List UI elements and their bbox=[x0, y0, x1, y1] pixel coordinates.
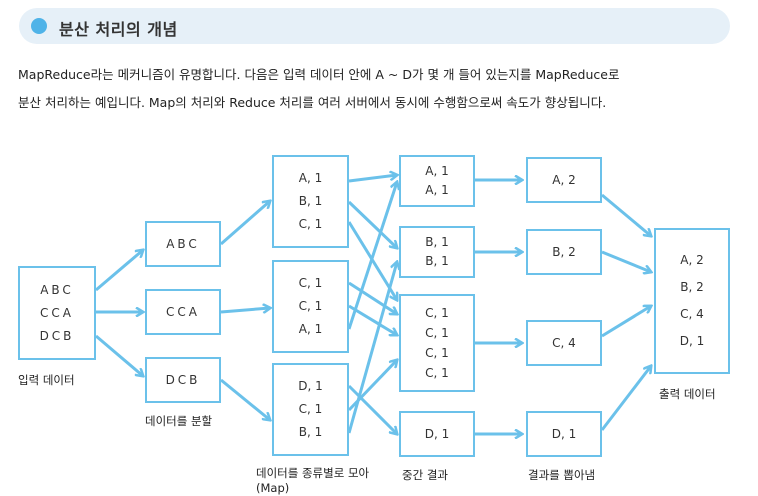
arrow-map-inter-b1 bbox=[347, 200, 397, 248]
map-pair: C, 1 bbox=[298, 276, 323, 290]
output-caption: 출력 데이터 bbox=[659, 387, 716, 401]
input-line: ABC bbox=[40, 282, 74, 297]
output-pair: B, 2 bbox=[680, 280, 704, 294]
map-caption: 데이터를 종류별로 모아(Map) bbox=[256, 466, 370, 495]
arrow-input-split-3 bbox=[95, 334, 143, 376]
input-caption: 입력 데이터 bbox=[18, 373, 75, 387]
output-pair: C, 4 bbox=[680, 307, 704, 321]
reduce-box: C, 4 bbox=[526, 320, 602, 366]
intermediate-box: C, 1 C, 1 C, 1 C, 1 bbox=[399, 294, 475, 392]
map-box: C, 1 C, 1 A, 1 bbox=[272, 260, 349, 353]
map-pair: A, 1 bbox=[298, 171, 323, 185]
map-pair: C, 1 bbox=[298, 299, 323, 313]
intermediate-pair: D, 1 bbox=[424, 426, 450, 441]
section-title: 분산 처리의 개념 bbox=[59, 20, 178, 39]
arrow-map-inter-c2 bbox=[348, 281, 397, 314]
description-line-2: 분산 처리하는 예입니다. Map의 처리와 Reduce 처리를 여러 서버에… bbox=[18, 95, 607, 110]
arrow-reduce-output-b bbox=[601, 250, 651, 272]
map-pair: A, 1 bbox=[298, 322, 323, 336]
arrow-split-map-1 bbox=[220, 201, 270, 246]
input-line: CCA bbox=[40, 305, 74, 320]
map-pair: B, 1 bbox=[298, 425, 323, 439]
intermediate-pair: C, 1 bbox=[425, 366, 449, 380]
reduce-pair: D, 1 bbox=[551, 426, 577, 441]
input-data-box: ABC CCA DCB bbox=[18, 266, 96, 360]
arrow-map-inter-c3 bbox=[348, 304, 397, 335]
arrow-map-inter-a2 bbox=[347, 182, 397, 330]
split-line: CCA bbox=[166, 304, 200, 319]
arrow-map-inter-b2 bbox=[347, 262, 397, 434]
bullet-dot-icon bbox=[31, 18, 47, 34]
intermediate-pair: C, 1 bbox=[425, 326, 449, 340]
input-line: DCB bbox=[39, 328, 75, 343]
intermediate-caption: 중간 결과 bbox=[402, 468, 448, 482]
section-title-bar: 분산 처리의 개념 bbox=[19, 8, 730, 44]
split-line: DCB bbox=[165, 372, 201, 387]
arrow-split-map-3 bbox=[220, 378, 270, 420]
intermediate-pair: A, 1 bbox=[425, 183, 449, 197]
map-box: D, 1 C, 1 B, 1 bbox=[272, 363, 349, 456]
split-line: ABC bbox=[166, 236, 200, 251]
reduce-pair: B, 2 bbox=[552, 244, 576, 259]
reduce-pair: A, 2 bbox=[552, 172, 576, 187]
reduce-caption: 결과를 뽑아냄 bbox=[528, 468, 596, 482]
reduce-box: B, 2 bbox=[526, 229, 602, 275]
split-box: CCA bbox=[145, 289, 221, 335]
arrow-split-map-2 bbox=[220, 308, 270, 312]
output-pair: D, 1 bbox=[679, 334, 705, 348]
intermediate-pair: C, 1 bbox=[425, 306, 449, 320]
intermediate-pair: C, 1 bbox=[425, 346, 449, 360]
intermediate-pair: A, 1 bbox=[425, 164, 449, 178]
arrow-map-inter-d bbox=[347, 384, 397, 434]
arrow-reduce-output-d bbox=[600, 366, 651, 431]
split-box: ABC bbox=[145, 221, 221, 267]
intermediate-box: B, 1 B, 1 bbox=[399, 226, 475, 278]
arrow-input-split-1 bbox=[95, 250, 143, 292]
reduce-box: D, 1 bbox=[526, 411, 602, 457]
intermediate-pair: B, 1 bbox=[425, 235, 449, 249]
arrow-map-inter-a1 bbox=[348, 175, 397, 183]
description-line-1: MapReduce라는 메커니즘이 유명합니다. 다음은 입력 데이터 안에 A… bbox=[18, 67, 620, 82]
arrow-reduce-output-a bbox=[601, 193, 651, 236]
split-caption: 데이터를 분할 bbox=[145, 414, 213, 428]
intermediate-box: D, 1 bbox=[399, 411, 475, 457]
intermediate-pair: B, 1 bbox=[425, 254, 449, 268]
intermediate-box: A, 1 A, 1 bbox=[399, 155, 475, 207]
map-pair: C, 1 bbox=[298, 217, 323, 231]
map-pair: D, 1 bbox=[298, 379, 323, 393]
map-pair: C, 1 bbox=[298, 402, 323, 416]
reduce-pair: C, 4 bbox=[552, 335, 576, 350]
reduce-box: A, 2 bbox=[526, 157, 602, 203]
map-box: A, 1 B, 1 C, 1 bbox=[272, 155, 349, 248]
split-box: DCB bbox=[145, 357, 221, 403]
arrow-reduce-output-c bbox=[601, 306, 651, 338]
map-pair: B, 1 bbox=[298, 194, 323, 208]
output-pair: A, 2 bbox=[680, 253, 704, 267]
output-data-box: A, 2 B, 2 C, 4 D, 1 bbox=[654, 228, 730, 374]
